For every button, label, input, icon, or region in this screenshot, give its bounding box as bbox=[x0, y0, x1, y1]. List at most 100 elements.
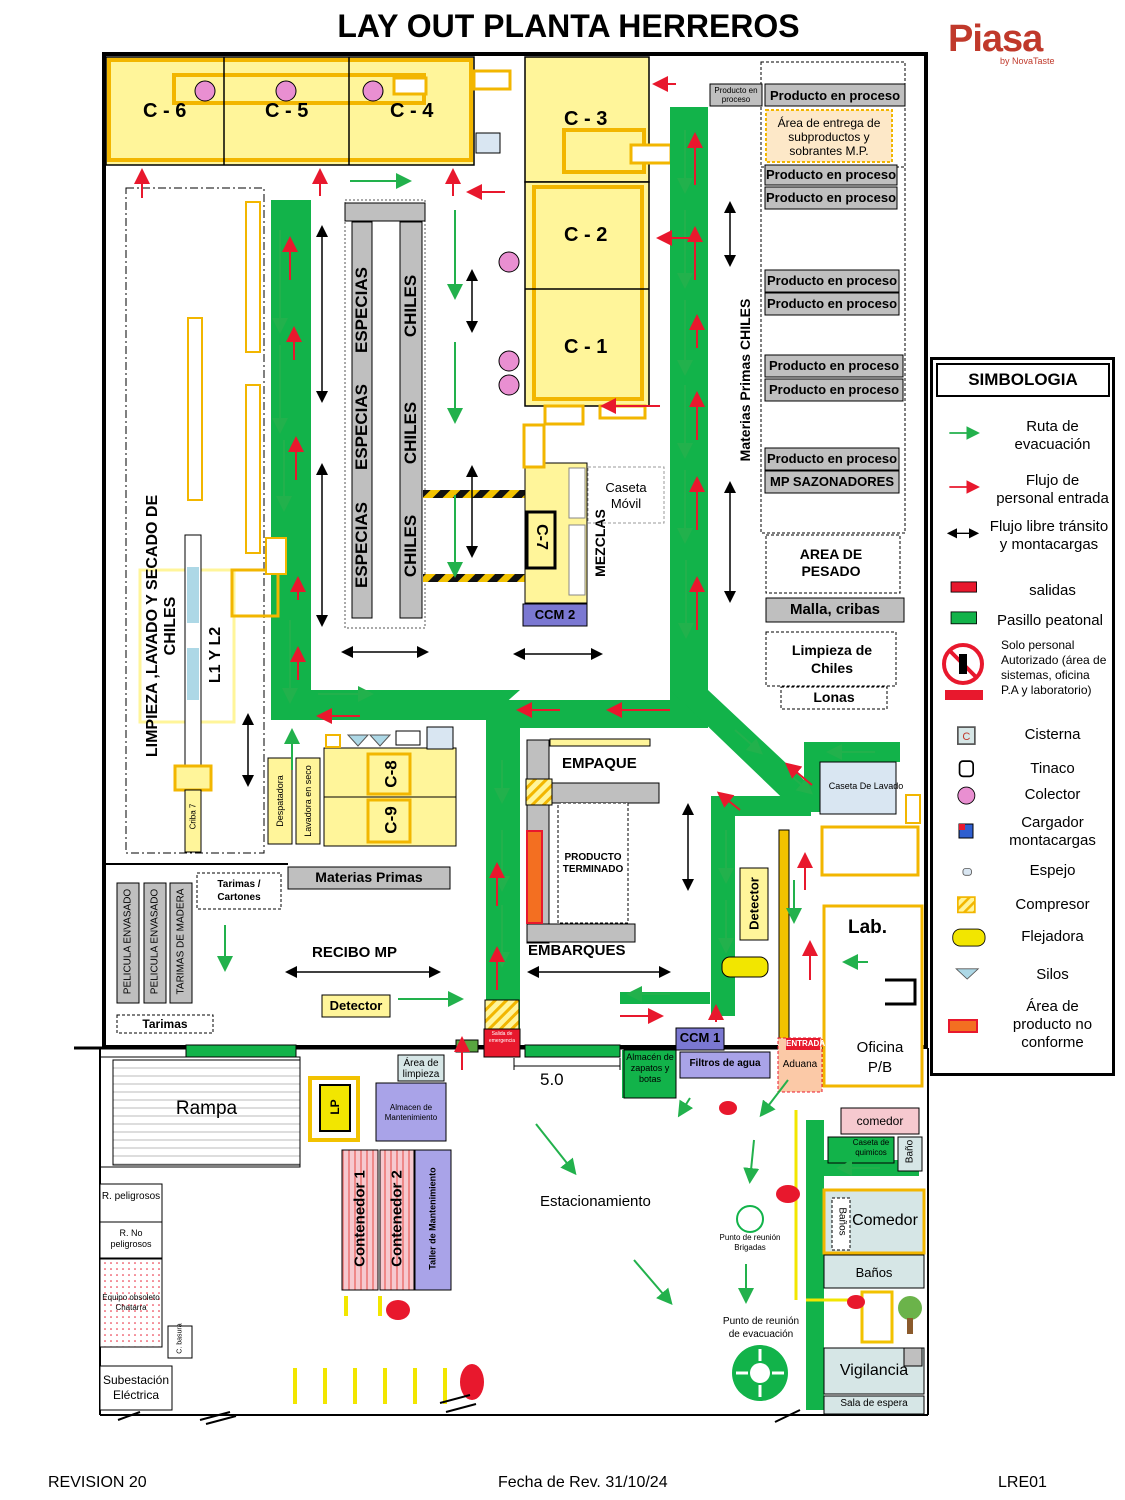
legend-item-tinaco: Tinaco bbox=[933, 756, 1112, 790]
pep-label-7: Producto en proceso bbox=[768, 382, 900, 397]
mirror-icon bbox=[962, 868, 972, 876]
empaque-label: EMPAQUE bbox=[562, 755, 637, 772]
salida-emergencia-label: Salida de emergencia bbox=[488, 1031, 516, 1044]
pep-label-1: Producto en proceso bbox=[769, 88, 901, 103]
outdoor-area bbox=[99, 1027, 865, 1425]
annex bbox=[777, 761, 926, 1415]
pelicula-envasado-2-label: PELICULA ENVASADO bbox=[149, 888, 161, 995]
l1l2-label: L1 Y L2 bbox=[207, 626, 224, 684]
tarimas-label: Tarimas bbox=[142, 1017, 188, 1031]
caseta-lavado-label: Caseta De Lavado bbox=[828, 781, 904, 791]
svg-text:C: C bbox=[962, 731, 970, 743]
especias-label-3: ESPECIAS bbox=[352, 502, 371, 588]
equipo-obsoleto-label: Equipo obsoleto Chatarra bbox=[102, 1293, 160, 1312]
legend-item-no-conforme: Área de producto no conforme bbox=[933, 996, 1112, 1056]
legend-item-solo-personal: Solo personal Autorizado (área de sistem… bbox=[933, 638, 1112, 708]
pep-small-label: Producto en proceso bbox=[714, 86, 758, 104]
r-peligrosos-label: R. peligrosos bbox=[101, 1191, 161, 1202]
footer-revision: REVISION 20 bbox=[48, 1474, 147, 1491]
room-c3-label: C - 3 bbox=[564, 108, 608, 130]
mp-sazonadores-label: MP SAZONADORES bbox=[770, 474, 894, 489]
punto-evacuacion-label: Punto de reunión de evacuación bbox=[722, 1316, 800, 1340]
r-no-peligrosos-label: R. No peligrosos bbox=[110, 1228, 152, 1249]
legend-item-compresor: Compresor bbox=[933, 892, 1112, 926]
banos-label: Baños bbox=[855, 1265, 893, 1280]
pep-label-5: Producto en proceso bbox=[766, 296, 898, 311]
mezclas-label: MEZCLAS bbox=[592, 509, 608, 577]
detector-1-label: Detector bbox=[329, 998, 383, 1013]
legend-item-cargador: Cargador montacargas bbox=[933, 812, 1112, 852]
empaque-area bbox=[483, 738, 660, 1058]
legend-title: SIMBOLOGIA bbox=[936, 363, 1110, 397]
green-arrow-icon bbox=[949, 426, 980, 440]
recibo-area bbox=[116, 829, 790, 1041]
striped-barriers bbox=[423, 490, 525, 582]
filtros-agua-label: Filtros de agua bbox=[689, 1058, 761, 1069]
evacuation-arrows bbox=[217, 130, 880, 1306]
legend-item-salidas: salidas bbox=[933, 570, 1112, 604]
legend-panel: SIMBOLOGIA Ruta de evacuación Flujo de p… bbox=[930, 357, 1115, 1076]
limpieza-zone bbox=[125, 187, 287, 854]
area-pesado-label: AREA DE PESADO bbox=[799, 546, 863, 579]
contenedor-2-label: Contenedor 2 bbox=[388, 1170, 406, 1267]
lab-label: Lab. bbox=[848, 917, 888, 938]
punto-brigadas-label: Punto de reunión Brigadas bbox=[719, 1233, 781, 1252]
room-c4-label: C - 4 bbox=[390, 100, 434, 122]
red-arrow-icon bbox=[949, 480, 980, 494]
silo-icon bbox=[955, 968, 980, 980]
legend-item-flujo-entrada: Flujo de personal entrada bbox=[933, 470, 1112, 507]
cisterna-icon: C bbox=[957, 726, 976, 745]
dimension-label: 5.0 bbox=[540, 1070, 564, 1089]
criba7-label: Criba 7 bbox=[188, 803, 198, 830]
embarques-label: EMBARQUES bbox=[528, 942, 626, 959]
lp-label: LP bbox=[328, 1099, 342, 1115]
compressor-icon bbox=[957, 896, 976, 914]
estacionamiento-label: Estacionamiento bbox=[540, 1193, 651, 1210]
lonas-label: Lonas bbox=[813, 689, 855, 705]
almacen-zapatos-label: Almacén de zapatos y botas bbox=[626, 1052, 674, 1084]
flejadora-icon bbox=[952, 928, 986, 947]
legend-item-espejo: Espejo bbox=[933, 860, 1112, 894]
caseta-quimicos-label: Caseta de quimicos bbox=[852, 1138, 890, 1157]
tarimas-madera-label: TARIMAS DE MADERA bbox=[175, 888, 187, 995]
charger-icon bbox=[958, 823, 974, 839]
lavadora-label: Lavadora en seco bbox=[303, 765, 313, 837]
aduana-label: Aduana bbox=[782, 1059, 818, 1070]
chiles-label-3: CHILES bbox=[401, 514, 420, 578]
exit-icon bbox=[950, 581, 977, 593]
c-basura-label: C. basura bbox=[176, 1323, 184, 1354]
page-title: LAY OUT PLANTA HERREROS bbox=[337, 8, 800, 44]
mezclas-area bbox=[522, 423, 665, 627]
no-entry-icon bbox=[942, 643, 984, 700]
room-c5-label: C - 5 bbox=[265, 100, 309, 122]
detector-2-label: Detector bbox=[746, 877, 762, 930]
tarimas-cartones-label: Tarimas / Cartones bbox=[217, 879, 261, 903]
room-c8-label: C-8 bbox=[381, 760, 401, 788]
taller-mantenimiento-label: Taller de Mantenimiento bbox=[427, 1167, 438, 1270]
ccm1-label: CCM 1 bbox=[679, 1030, 721, 1045]
vigilancia-label: Vigilancia bbox=[839, 1362, 909, 1379]
legend-item-evacuacion: Ruta de evacuación bbox=[933, 416, 1112, 453]
comedor-small-label: comedor bbox=[856, 1114, 904, 1128]
despatadora-label: Despatadora bbox=[275, 775, 285, 827]
pedestrian-walkways bbox=[271, 107, 919, 1410]
footer-date: Fecha de Rev. 31/10/24 bbox=[498, 1474, 668, 1491]
caseta-movil-label: Caseta Móvil bbox=[605, 480, 647, 511]
cold-rooms-c4-c6 bbox=[105, 56, 512, 166]
pep-label-8: Producto en proceso bbox=[766, 451, 898, 466]
limpieza-chiles-label: Limpieza de Chiles bbox=[791, 642, 873, 676]
legend-item-flejadora: Flejadora bbox=[933, 924, 1112, 958]
entry-flow-arrows bbox=[134, 76, 818, 1070]
walkway-icon bbox=[950, 611, 977, 625]
oficina-label: Oficina P/B bbox=[856, 1039, 904, 1076]
area-limpieza-label: Área de limpieza bbox=[402, 1058, 440, 1080]
traffic-arrows bbox=[242, 201, 736, 978]
room-c9-label: C-9 bbox=[381, 806, 401, 834]
ccm2-label: CCM 2 bbox=[534, 607, 576, 622]
bano-label: Baño bbox=[904, 1139, 916, 1164]
contenedor-1-label: Contenedor 1 bbox=[351, 1170, 369, 1267]
entrada-label: ENTRADA bbox=[786, 1039, 826, 1048]
malla-cribas-label: Malla, cribas bbox=[789, 601, 881, 618]
right-storage-zone bbox=[709, 61, 906, 710]
